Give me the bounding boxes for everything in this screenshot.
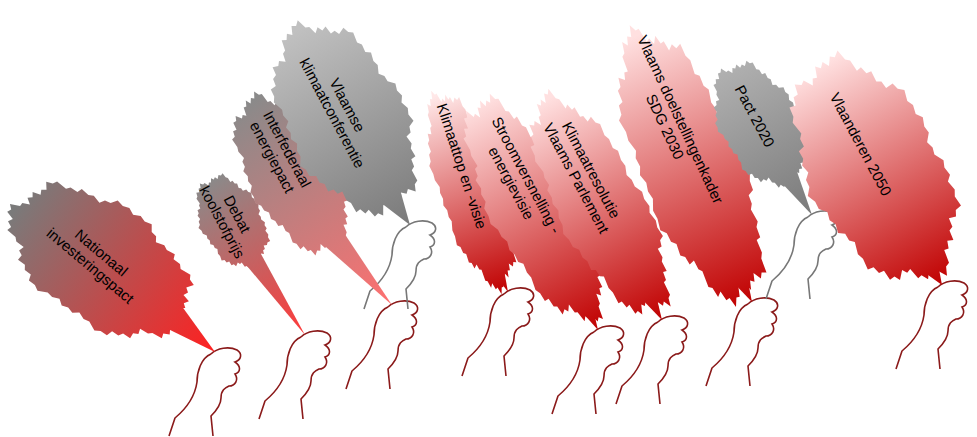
head-profile <box>706 298 778 386</box>
bubble-shape <box>790 50 962 280</box>
bubble-tail <box>559 272 598 330</box>
head-profile <box>346 301 418 389</box>
bubble-tail <box>307 216 392 306</box>
bubble-tail <box>358 166 410 225</box>
bubble-tail <box>480 249 508 292</box>
head-profile <box>552 326 624 414</box>
speech-bubble: Nationaal investeringspact <box>0 162 200 362</box>
head-profile <box>169 348 241 436</box>
head-profile <box>462 288 534 376</box>
bubble-tail <box>623 266 662 320</box>
head-profile <box>259 331 331 419</box>
speech-bubble: Vlaamse klimaatconferentie <box>245 18 445 218</box>
bubble-tail <box>142 283 215 352</box>
head-profile <box>616 316 688 404</box>
head-profile <box>896 281 968 369</box>
bubble-tail <box>708 243 752 302</box>
head-profile <box>766 211 838 299</box>
bubble-tail <box>891 227 942 285</box>
head-profile <box>364 221 436 309</box>
speech-bubble: Vlaanderen 2050 <box>757 52 977 288</box>
